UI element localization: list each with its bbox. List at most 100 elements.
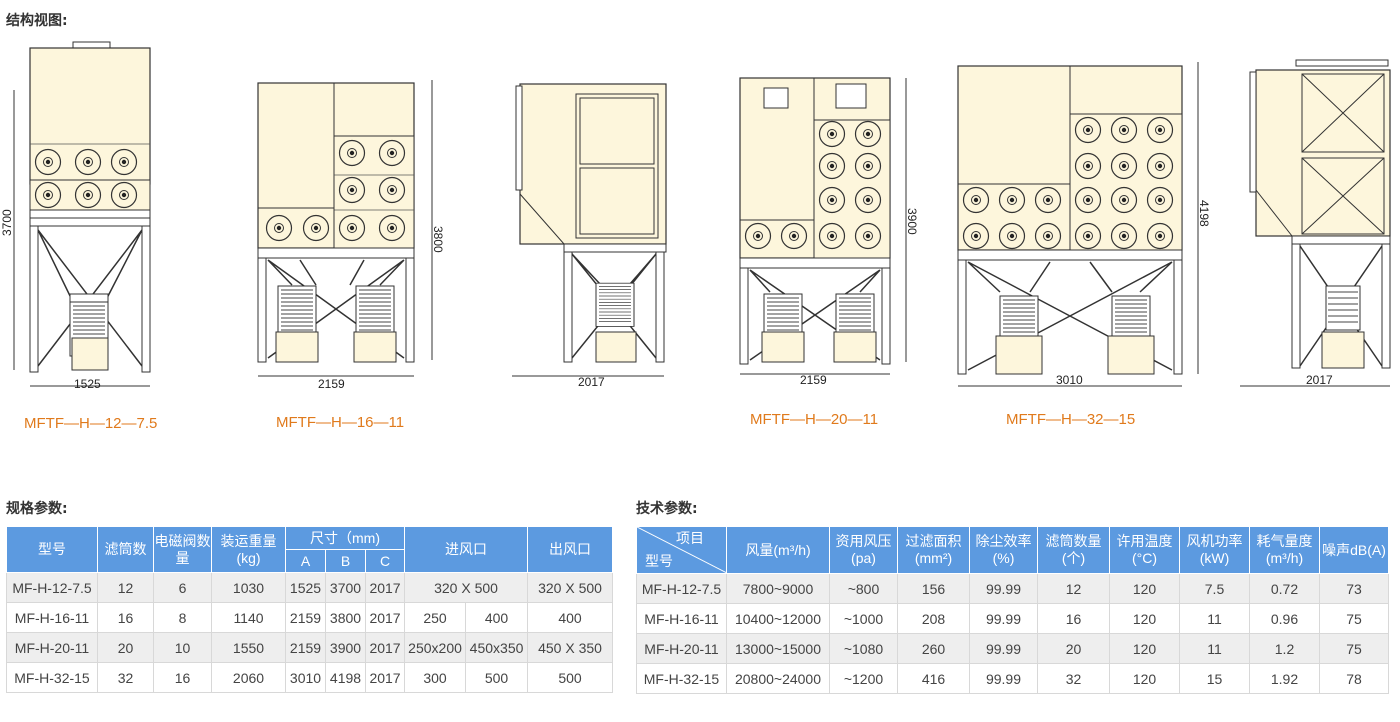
cell-area: 208 xyxy=(897,603,970,634)
cell-efficiency: 99.99 xyxy=(969,603,1038,634)
header-inlet: 进风口 xyxy=(404,526,529,573)
cell-noise: 75 xyxy=(1319,603,1389,634)
cell-b: 3700 xyxy=(325,572,366,603)
cell-model: MF-H-12-7.5 xyxy=(636,573,727,604)
header-weight: 装运重量(kg) xyxy=(211,526,286,573)
header-item: 项目 xyxy=(676,530,704,546)
cell-a: 3010 xyxy=(285,662,326,693)
cell-filters: 20 xyxy=(1037,633,1110,664)
cell-a: 2159 xyxy=(285,602,326,633)
cell-outlet: 400 xyxy=(527,602,614,633)
spec-params-title: 规格参数: xyxy=(6,501,68,517)
cell-temp: 120 xyxy=(1109,603,1180,634)
table-row: MF-H-20-11 20 10 1550 2159 3900 2017 250… xyxy=(6,632,614,663)
header-size: 尺寸（mm) xyxy=(284,526,406,550)
cell-air-consumption: 0.96 xyxy=(1249,603,1320,634)
cell-model: MF-H-16-11 xyxy=(636,603,727,634)
cell-efficiency: 99.99 xyxy=(969,573,1038,604)
cell-filters: 20 xyxy=(97,632,154,663)
header-filters: 滤筒数 xyxy=(97,526,154,573)
cell-outlet: 500 xyxy=(527,662,614,693)
header-diagonal-line xyxy=(637,527,727,573)
cell-pressure: ~1000 xyxy=(829,603,898,634)
cell-valves: 10 xyxy=(153,632,212,663)
drawing-caption: MFTF—H—12—7.5 xyxy=(24,415,157,432)
header-size-c: C xyxy=(364,549,406,573)
cell-b: 3800 xyxy=(325,602,366,633)
cell-air-consumption: 1.92 xyxy=(1249,663,1320,694)
cell-pressure: ~800 xyxy=(829,573,898,604)
cell-power: 11 xyxy=(1179,603,1250,634)
cell-power: 7.5 xyxy=(1179,573,1250,604)
structure-view-title: 结构视图: xyxy=(6,13,68,29)
cell-noise: 73 xyxy=(1319,573,1389,604)
cell-airflow: 7800~9000 xyxy=(726,573,830,604)
cell-c: 2017 xyxy=(364,632,406,663)
structure-drawings: MFTF—H—12—7.5 1525 3700 MFTF—H—16—11 215… xyxy=(0,41,1391,432)
drawing-mftf-h-16-11 xyxy=(257,80,433,377)
header-size-b: B xyxy=(325,549,366,573)
header-efficiency: 除尘效率(%) xyxy=(969,526,1038,574)
cell-filters: 32 xyxy=(1037,663,1110,694)
drawing-side-view-2 xyxy=(1240,59,1391,387)
cell-c: 2017 xyxy=(364,602,406,633)
drawing-mftf-h-20-11 xyxy=(739,77,907,375)
cell-power: 11 xyxy=(1179,633,1250,664)
cell-inlet: 320 X 500 xyxy=(404,572,529,603)
table-row: MF-H-20-11 13000~15000 ~1080 260 99.99 2… xyxy=(636,633,1389,664)
cell-outlet: 450 X 350 xyxy=(527,632,614,663)
cell-area: 156 xyxy=(897,573,970,604)
cell-filters: 12 xyxy=(97,572,154,603)
cell-model: MF-H-12-7.5 xyxy=(6,572,98,603)
width-label: 2159 xyxy=(318,377,345,391)
drawing-mftf-h-32-15 xyxy=(957,62,1199,387)
width-label: 2017 xyxy=(1306,373,1333,387)
cell-air-consumption: 1.2 xyxy=(1249,633,1320,664)
tech-params-title: 技术参数: xyxy=(636,501,698,517)
cell-area: 416 xyxy=(897,663,970,694)
cell-c: 2017 xyxy=(364,572,406,603)
cell-model: MF-H-16-11 xyxy=(6,602,98,633)
cell-c: 2017 xyxy=(364,662,406,693)
cell-area: 260 xyxy=(897,633,970,664)
drawing-mftf-h-12-7-5 xyxy=(13,41,151,387)
cell-weight: 1550 xyxy=(211,632,286,663)
cell-power: 15 xyxy=(1179,663,1250,694)
header-area: 过滤面积(mm²) xyxy=(897,526,970,574)
cell-model: MF-H-20-11 xyxy=(6,632,98,663)
width-label: 3010 xyxy=(1056,373,1083,387)
cell-airflow: 10400~12000 xyxy=(726,603,830,634)
cell-temp: 120 xyxy=(1109,573,1180,604)
width-label: 2159 xyxy=(800,373,827,387)
cell-efficiency: 99.99 xyxy=(969,633,1038,664)
table-row: MF-H-12-7.5 7800~9000 ~800 156 99.99 12 … xyxy=(636,573,1389,604)
cell-model: MF-H-32-15 xyxy=(6,662,98,693)
drawing-caption: MFTF—H—20—11 xyxy=(750,411,878,428)
cell-b: 4198 xyxy=(325,662,366,693)
cell-model: MF-H-32-15 xyxy=(636,663,727,694)
header-outlet: 出风口 xyxy=(527,526,614,573)
drawing-side-view-1 xyxy=(512,83,667,377)
table-row: MF-H-32-15 20800~24000 ~1200 416 99.99 3… xyxy=(636,663,1389,694)
height-label: 4198 xyxy=(1197,200,1211,227)
cell-airflow: 20800~24000 xyxy=(726,663,830,694)
cell-filters: 12 xyxy=(1037,573,1110,604)
cell-valves: 16 xyxy=(153,662,212,693)
tech-table: 项目 型号 风量(m³/h) 资用风压(pa) 过滤面积(mm²) 除尘效率(%… xyxy=(636,526,1389,694)
cell-temp: 120 xyxy=(1109,663,1180,694)
cell-inlet-2: 500 xyxy=(465,662,529,693)
header-filters: 滤筒数量(个) xyxy=(1037,526,1110,574)
cell-air-consumption: 0.72 xyxy=(1249,573,1320,604)
cell-temp: 120 xyxy=(1109,633,1180,664)
cell-pressure: ~1200 xyxy=(829,663,898,694)
cell-inlet-1: 250 xyxy=(404,602,467,633)
header-pressure: 资用风压(pa) xyxy=(829,526,898,574)
cell-outlet: 320 X 500 xyxy=(527,572,614,603)
height-label: 3800 xyxy=(431,226,445,253)
table-row: MF-H-16-11 10400~12000 ~1000 208 99.99 1… xyxy=(636,603,1389,634)
cell-filters: 16 xyxy=(1037,603,1110,634)
header-model: 型号 xyxy=(6,526,98,573)
width-label: 2017 xyxy=(578,375,605,389)
cell-valves: 6 xyxy=(153,572,212,603)
drawing-caption: MFTF—H—32—15 xyxy=(1006,411,1135,428)
